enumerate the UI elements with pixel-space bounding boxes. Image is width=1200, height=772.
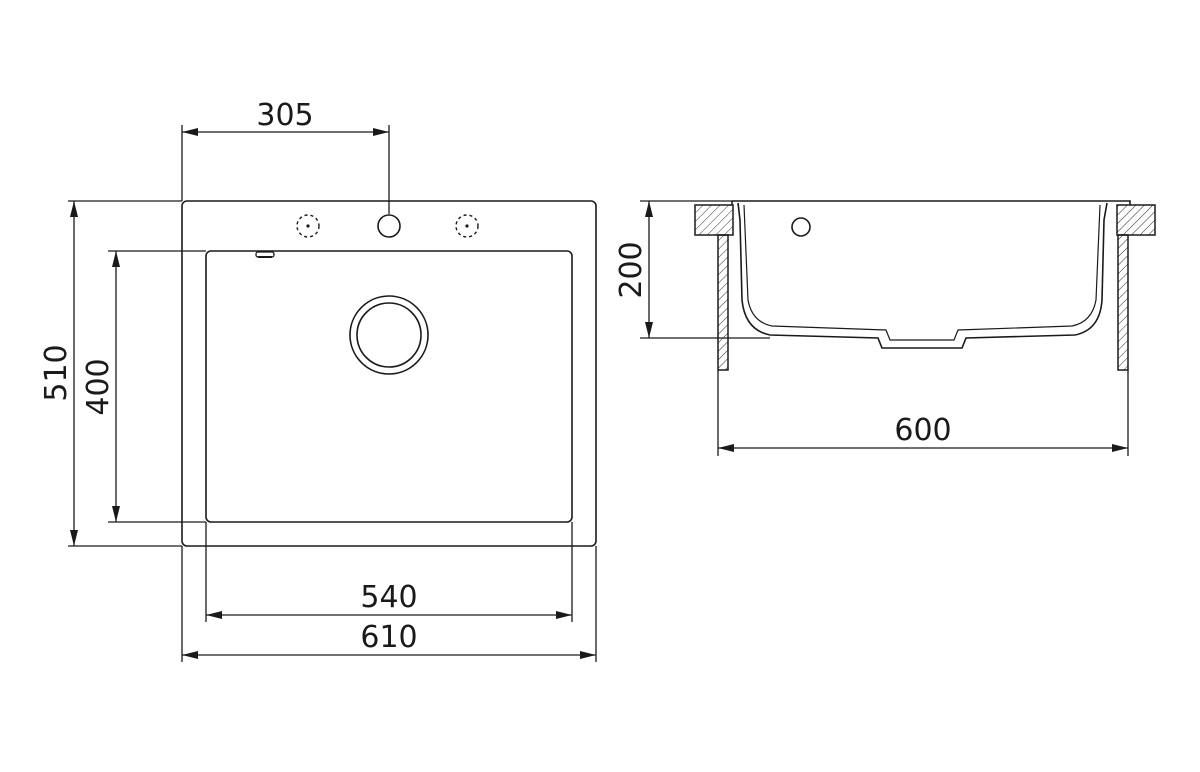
cabinet-wall-left	[717, 234, 729, 371]
dimension-lines	[68, 125, 1129, 662]
cabinet-wall-right	[1117, 234, 1129, 371]
sink-body-outer	[737, 202, 1108, 349]
dim-label-400: 400	[81, 358, 116, 415]
sink-rim	[731, 200, 1131, 205]
overflow-slot	[255, 251, 275, 258]
dim-label-305: 305	[256, 98, 313, 133]
drain-icon	[349, 295, 429, 375]
countertop-left	[694, 204, 734, 236]
top-view	[181, 200, 597, 547]
countertop-right	[1116, 204, 1156, 236]
dim-label-600: 600	[894, 413, 951, 448]
tap-hole-center	[377, 214, 401, 238]
dim-label-610: 610	[360, 620, 417, 655]
dim-label-510: 510	[39, 344, 74, 401]
bowl-outline	[205, 250, 573, 523]
side-tap-hole	[791, 217, 811, 237]
sink-body-inner	[743, 204, 1101, 341]
tap-hole-left	[296, 214, 320, 238]
tap-hole-right	[455, 214, 479, 238]
dim-label-200: 200	[614, 241, 649, 298]
side-view	[694, 200, 1156, 371]
dim-label-540: 540	[360, 580, 417, 615]
